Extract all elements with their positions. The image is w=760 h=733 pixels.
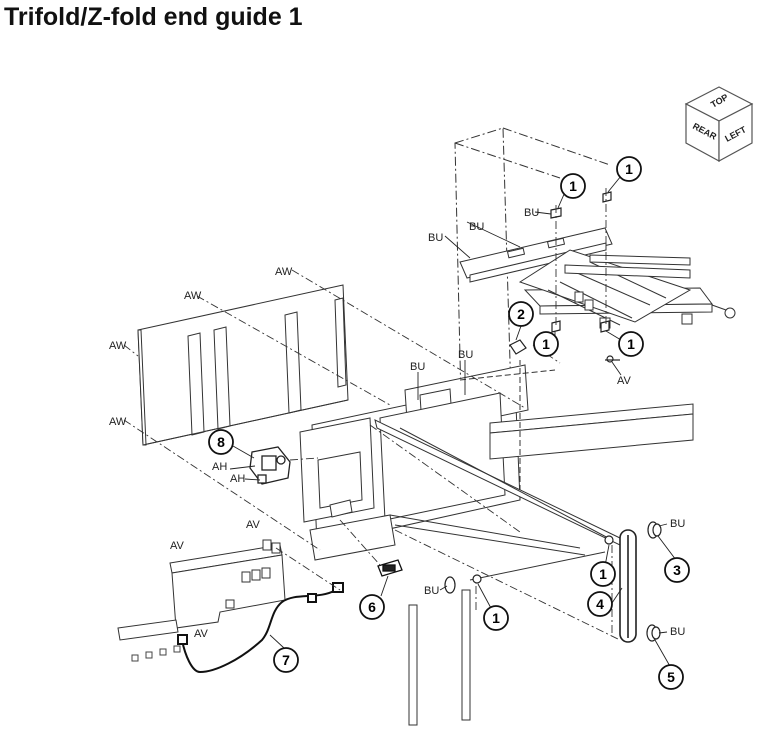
timing-belt — [619, 529, 637, 643]
svg-text:3: 3 — [673, 562, 681, 578]
callout-1-bottom: 1 — [483, 605, 509, 631]
label-bu: BU — [670, 518, 685, 530]
callout-1-top-left: 1 — [560, 173, 586, 199]
alignment-lines — [123, 188, 621, 641]
support-rods — [408, 589, 471, 726]
label-aw: AW — [275, 266, 293, 278]
leader-lines — [229, 175, 677, 669]
label-bu: BU — [458, 349, 473, 361]
svg-text:1: 1 — [542, 336, 550, 352]
label-bu: BU — [469, 221, 484, 233]
sensor — [377, 559, 403, 577]
svg-text:2: 2 — [517, 306, 525, 322]
callout-5: 5 — [658, 664, 684, 690]
upper-frame-plate — [454, 127, 611, 444]
callout-2: 2 — [508, 301, 534, 327]
back-wall-plate — [137, 284, 349, 446]
label-aw: AW — [184, 290, 202, 302]
callout-3: 3 — [664, 557, 690, 583]
svg-text:1: 1 — [492, 610, 500, 626]
svg-text:4: 4 — [596, 596, 604, 612]
label-bu: BU — [424, 585, 439, 597]
callout-1-belt: 1 — [590, 561, 616, 587]
label-aw: AW — [109, 416, 127, 428]
page-title: Trifold/Z-fold end guide 1 — [4, 3, 303, 31]
svg-text:1: 1 — [627, 336, 635, 352]
wire-harness — [177, 582, 344, 674]
svg-text:1: 1 — [599, 566, 607, 582]
svg-text:8: 8 — [217, 434, 225, 450]
clip-parts — [444, 191, 620, 594]
label-bu: BU — [524, 207, 539, 219]
callout-6: 6 — [359, 594, 385, 620]
label-bu: BU — [410, 361, 425, 373]
label-av: AV — [170, 540, 185, 552]
callout-1-mid-left: 1 — [533, 331, 559, 357]
callout-8: 8 — [208, 429, 234, 455]
svg-text:7: 7 — [282, 652, 290, 668]
callout-7: 7 — [273, 647, 299, 673]
svg-text:6: 6 — [368, 599, 376, 615]
label-ah: AH — [212, 461, 227, 473]
pulley-lower — [646, 624, 661, 642]
label-bu: BU — [428, 232, 443, 244]
svg-text:1: 1 — [625, 161, 633, 177]
callout-1-mid-right: 1 — [618, 331, 644, 357]
pulley-upper — [647, 521, 662, 539]
label-ah: AH — [230, 473, 245, 485]
label-av: AV — [617, 375, 632, 387]
svg-text:5: 5 — [667, 669, 675, 685]
callout-1-top-right: 1 — [616, 156, 642, 182]
upper-guide-bracket — [459, 227, 736, 329]
orientation-cube: TOP REAR LEFT — [684, 86, 754, 163]
label-av: AV — [246, 519, 261, 531]
callout-4: 4 — [587, 591, 613, 617]
main-chassis-frame — [299, 360, 694, 561]
svg-text:1: 1 — [569, 178, 577, 194]
motor-assembly — [249, 446, 291, 485]
label-aw: AW — [109, 340, 127, 352]
label-av: AV — [194, 628, 209, 640]
label-bu: BU — [670, 626, 685, 638]
loose-screws — [131, 645, 181, 662]
lower-bracket — [117, 539, 286, 641]
letter-labels: AW AW AW AW BU BU BU BU BU BU BU BU AV A… — [109, 207, 685, 640]
